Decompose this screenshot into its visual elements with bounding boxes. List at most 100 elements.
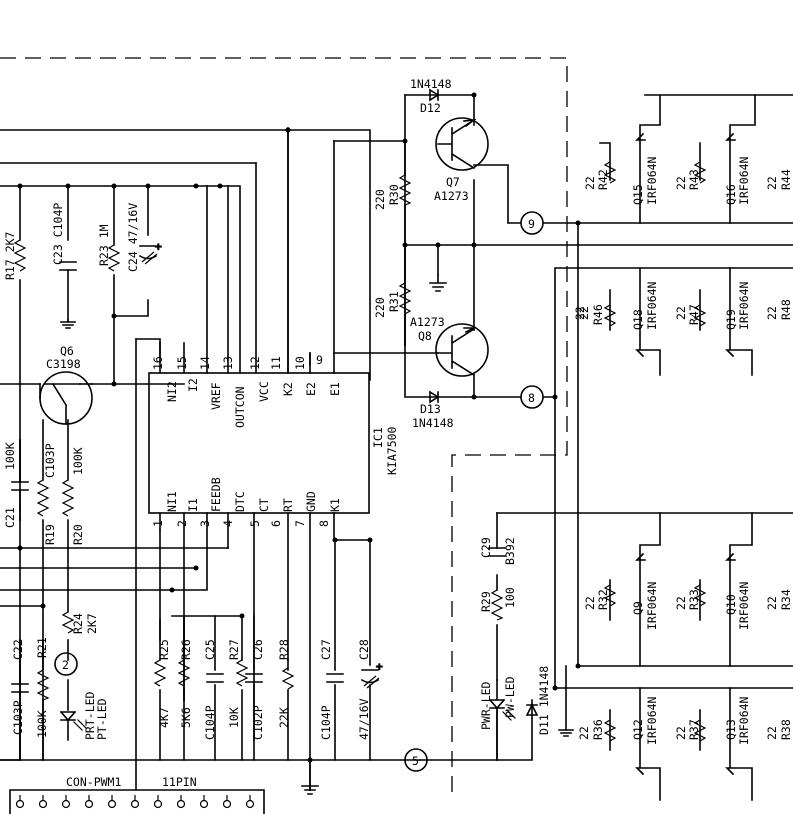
c27-value: C104P [319,705,333,740]
svg-text:+: + [376,660,383,673]
c26-value: C102P [251,705,265,740]
capacitor-c28 [360,669,380,684]
r27-ref: R27 [227,639,241,660]
r38-ref: R38 [779,719,793,740]
r47-ref: R47 [687,304,701,325]
ic-pin-12-number: 12 [248,356,262,370]
capacitor-c24 [138,245,158,260]
r30-ref: R30 [387,184,401,205]
ic-pin-name-outcon: OUTCON [233,386,247,428]
capacitor-symbols [11,245,506,761]
junction-dots [17,92,581,763]
r42-ref: R42 [596,169,610,190]
ic-pin-15-number: 15 [175,356,189,370]
ic-pin-2-number: 2 [175,520,189,527]
ic-pin-name-e1: E1 [328,382,342,396]
q7-ref: Q7 [446,175,460,189]
diode-d13 [429,390,440,404]
resistor-r24 [61,611,75,634]
connector-name: CON-PWM1 [66,775,121,789]
c23-label: C23 C104P [51,203,65,265]
mosfet-gate-resistors [603,161,707,742]
r21-value: 100K [35,710,49,738]
mid-22-label: 22 [573,306,587,320]
r28-ref: R28 [277,639,291,660]
resistor-r31 [398,282,412,315]
q8-part: A1273 [410,315,445,329]
ic1-kia7500 [148,127,370,791]
c22-ref: C22 [11,639,25,660]
r20-value: 100K [71,447,85,475]
pwr-led-label: PWR-LED [479,681,493,730]
r34-ref: R34 [779,589,793,610]
svg-text:+: + [155,240,162,253]
ic-pin-13-number: 13 [221,356,235,370]
pw-led-label: PW-LED [503,676,517,718]
ground-right [558,729,574,737]
r24-value: 2K7 [85,613,99,634]
ground-symbols [60,274,574,795]
connector-con-pwm1 [9,789,265,814]
led-prt [59,679,87,741]
r36-value: 22 [577,726,591,740]
q18-part: IRF064N [645,281,659,330]
ic-pin-16-number: 16 [151,356,165,370]
resistor-r19 [36,479,50,517]
d12-ref: D12 [420,101,441,115]
r44-ref: R44 [779,169,793,190]
q6-ref: Q6 [60,344,74,358]
r32-value: 22 [583,596,597,610]
transistor-q7 [435,117,489,171]
ic-part-label: KIA7500 [385,426,399,475]
ic-pin-name-rt: RT [281,498,295,512]
r25-value: 4K7 [157,707,171,728]
ic-pin-name-k2: K2 [281,382,295,396]
c22-value: C103P [11,700,25,735]
c25-value: C104P [203,705,217,740]
q8-ref: Q8 [418,329,432,343]
node-8-label: 8 [528,391,535,405]
resistor-r29 [490,589,504,621]
ic-pin-name-gnd: GND [304,491,318,512]
ground-pin7 [301,785,319,795]
ic-pin-name-k1: K1 [328,498,342,512]
node-2-label: 2 [62,658,69,672]
r46-ref: R46 [591,304,605,325]
r29-value: 100 [503,587,517,608]
r48-value: 22 [765,306,779,320]
q19-ref: Q19 [724,309,738,330]
ic-pin-8-number: 8 [317,520,331,527]
c26-ref: C26 [251,639,265,660]
ic-pin-9-number: 9 [316,353,323,367]
c28-ref: C28 [357,639,371,660]
c25-ref: C25 [203,639,217,660]
ground-c23 [60,319,76,329]
resistor-r27 [235,659,249,687]
r43-value: 22 [674,176,688,190]
r34-value: 22 [765,596,779,610]
ic-pin-name-ct: CT [257,498,271,512]
r42-value: 22 [583,176,597,190]
r33-ref: R33 [687,589,701,610]
transistor-q8 [435,323,489,377]
ic-pin-3-number: 3 [198,520,212,527]
ic-pin-11-number: 11 [269,356,283,370]
r20-ref: R20 [71,524,85,545]
diode-d12 [429,88,440,102]
r27-value: 10K [227,707,241,728]
q10-ref: Q10 [724,594,738,615]
q10-part: IRF064N [737,581,751,630]
capacitor-c23 [59,261,77,271]
c28-value: 47/16V [357,698,371,740]
r38-value: 22 [765,726,779,740]
c29-value: B392 [503,537,517,565]
ic-pin-5-number: 5 [248,520,262,527]
q19-part: IRF064N [737,281,751,330]
q16-part: IRF064N [737,156,751,205]
r24-ref: R24 [71,613,85,634]
ic-pin-4-number: 4 [221,520,235,527]
resistor-r20 [61,479,75,517]
ic-pin-name-vref: VREF [209,382,223,410]
led-pwr [488,679,516,761]
